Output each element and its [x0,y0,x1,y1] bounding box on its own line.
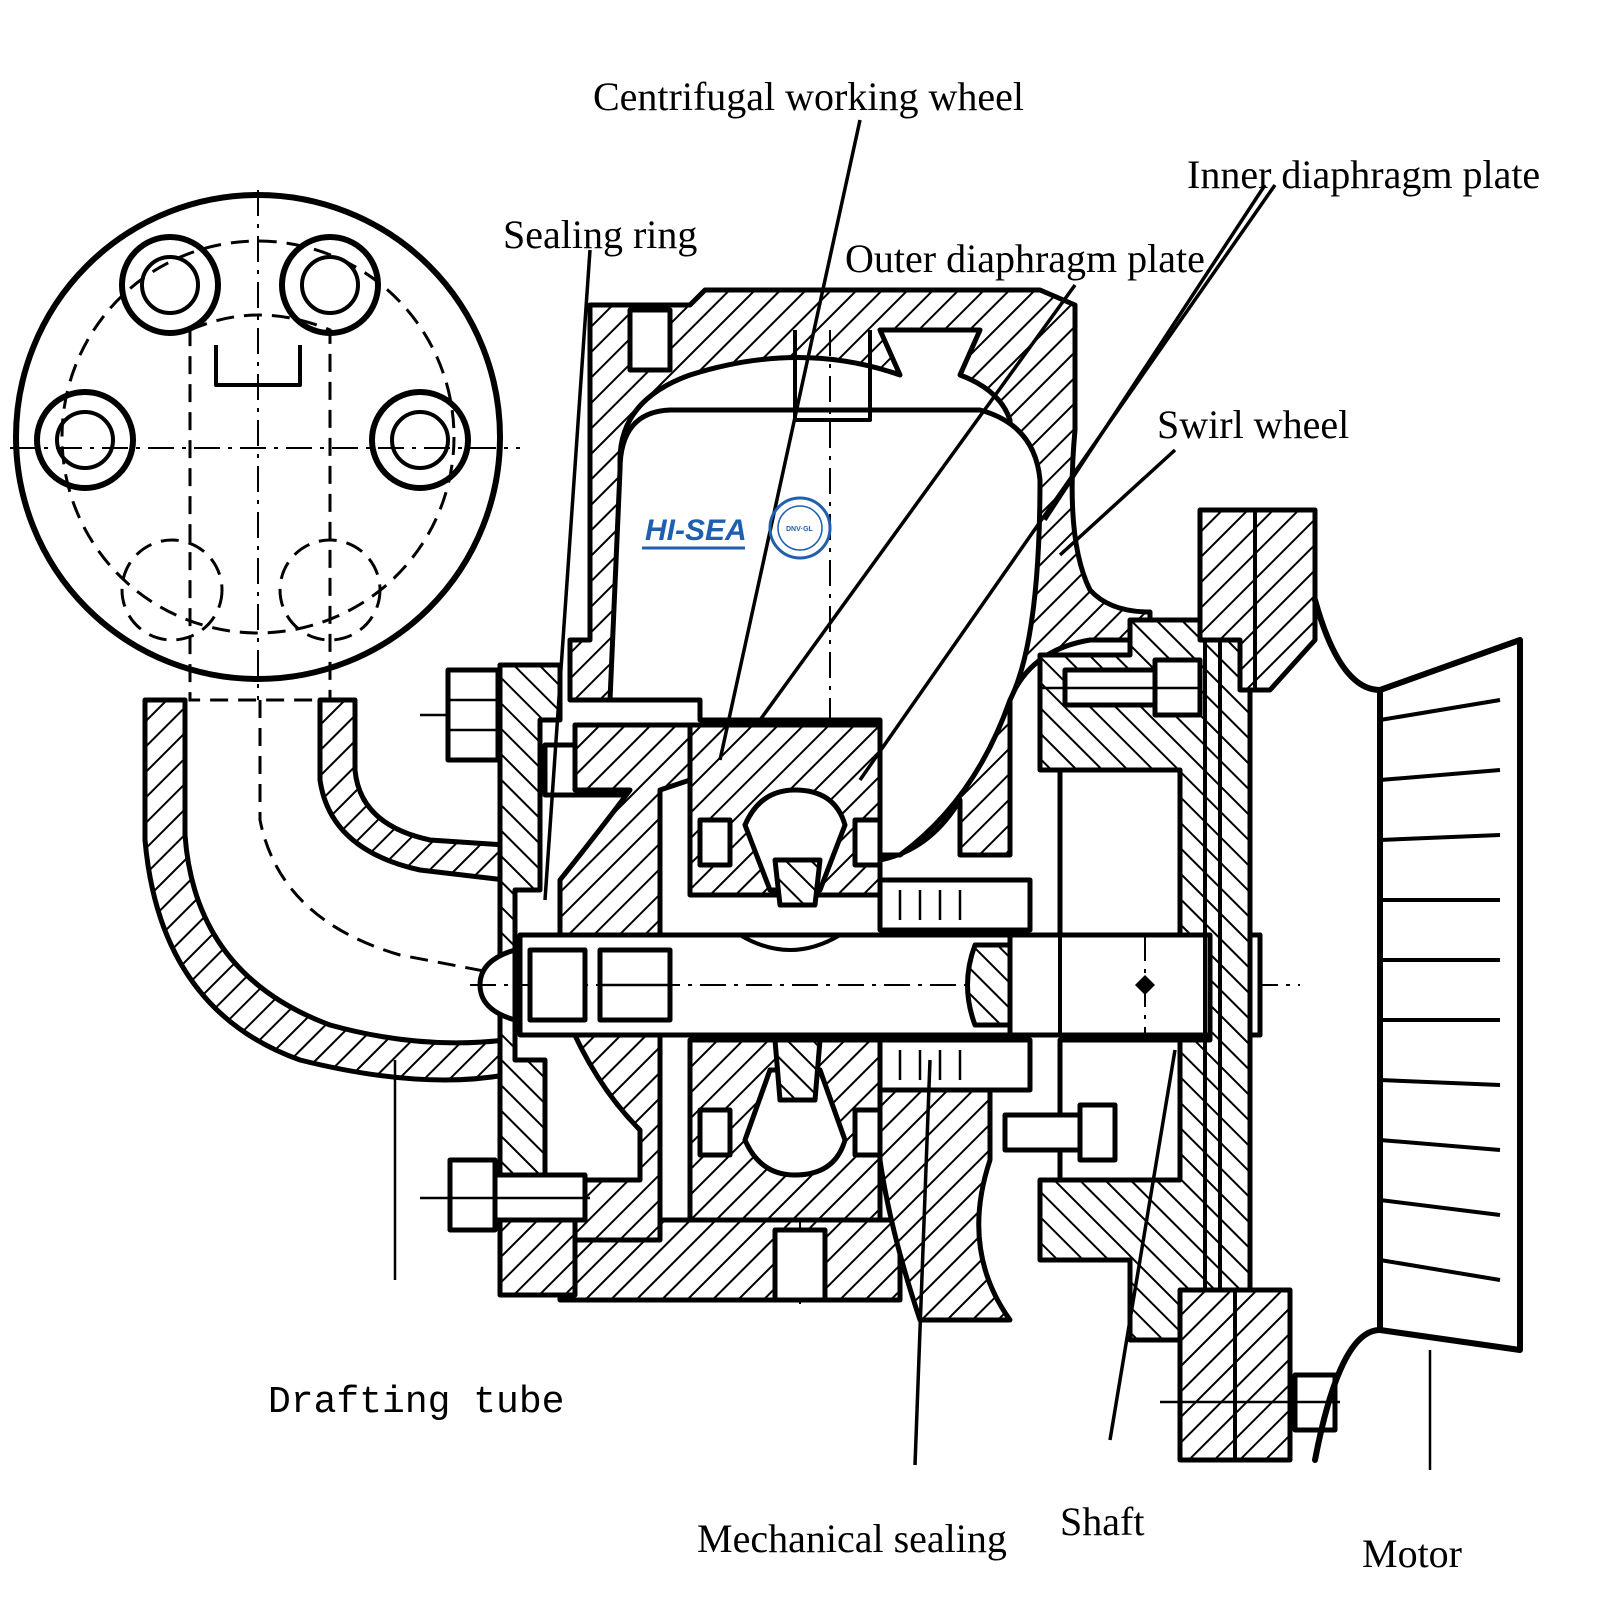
bracket-bolt [1002,1102,1118,1163]
label-drafting-tube: Drafting tube [268,1381,564,1424]
bracket-bolt [1040,657,1203,718]
casing-bolt [420,1157,590,1233]
watermark-brand-text: HI-SEA [645,514,747,547]
inlet-flange [10,190,520,702]
label-swirl-wheel: Swirl wheel [1157,402,1349,447]
label-shaft: Shaft [1060,1499,1144,1544]
certification-seal-icon [768,496,832,560]
motor-housing [1312,597,1523,1470]
label-mechanical-sealing: Mechanical sealing [697,1516,1007,1561]
shaft [470,932,1300,1038]
leader-swirl-wheel [1058,448,1177,557]
watermark-seal-text: DNV·GL [786,526,814,533]
hisea-watermark-logo: HI-SEA DNV·GL [642,496,832,560]
label-centrifugal-working-wheel: Centrifugal working wheel [593,74,1024,119]
flange-bolt-hole [279,234,381,336]
leader-sealing-ring [543,249,592,901]
label-motor: Motor [1362,1531,1462,1576]
flange-bolt-hole [34,389,136,491]
casing-bolt [420,667,501,763]
leader-inner-diaphragm-plate-2 [858,183,1277,782]
bearing-bracket [1002,507,1340,1463]
leader-centrifugal-working-wheel [718,119,862,761]
label-inner-diaphragm-plate: Inner diaphragm plate [1187,152,1540,197]
leader-outer-diaphragm-plate [758,283,1077,722]
flange-bolt-hole [369,389,471,491]
label-outer-diaphragm-plate: Outer diaphragm plate [845,236,1205,281]
impeller-hub [687,722,883,1310]
leader-lines [543,119,1277,1466]
flange-bolt-hole [119,234,221,336]
mechanical-seal [877,877,1033,1323]
leader-mechanical-sealing [913,1059,932,1466]
label-sealing-ring: Sealing ring [503,212,697,257]
leader-shaft [1108,1049,1177,1441]
